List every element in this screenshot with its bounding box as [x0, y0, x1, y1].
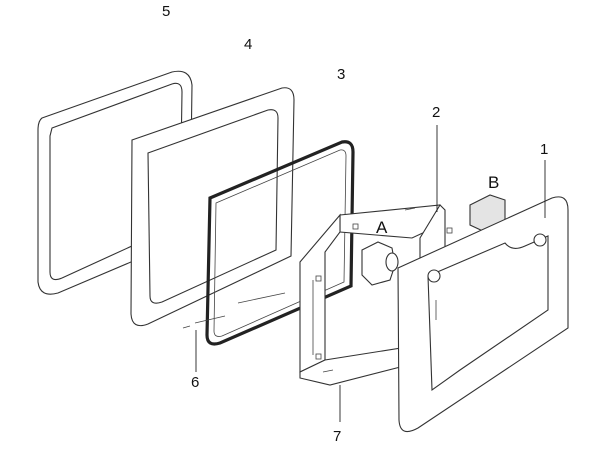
part-1-base-plate: [397, 160, 569, 433]
label-part-3: 3: [337, 66, 346, 83]
label-part-7: 7: [333, 428, 342, 445]
part-4-frame: [130, 87, 295, 327]
label-part-b: B: [488, 173, 500, 192]
part-a-clip: [361, 241, 399, 286]
label-part-a: A: [376, 218, 388, 237]
label-part-2: 2: [432, 104, 441, 121]
label-part-6: 6: [191, 374, 200, 391]
part-3-gasket: [205, 140, 355, 346]
label-part-5: 5: [162, 3, 171, 20]
part-6-slots: [182, 292, 286, 372]
label-part-1: 1: [540, 141, 549, 158]
label-part-4: 4: [244, 36, 253, 53]
